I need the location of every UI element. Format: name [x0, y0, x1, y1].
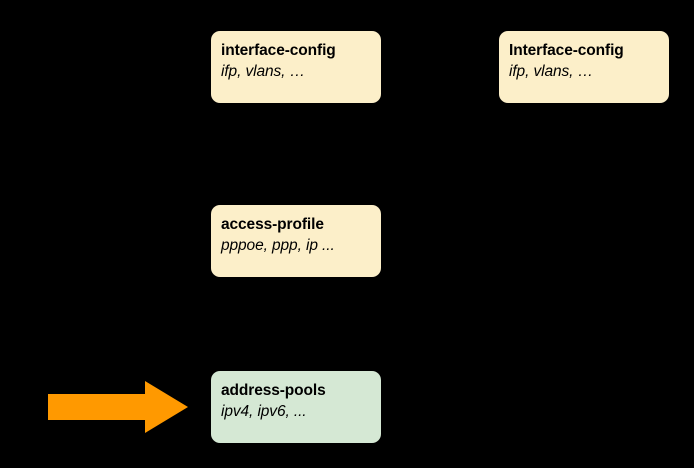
node-title: Interface-config [509, 42, 624, 59]
node-interface-config-left[interactable]: interface-config ifp, vlans, … [211, 31, 381, 103]
node-title: interface-config [221, 42, 336, 59]
arrow-right-icon [48, 381, 188, 433]
node-interface-config-right[interactable]: Interface-config ifp, vlans, … [499, 31, 669, 103]
node-subtitle: ifp, vlans, … [509, 63, 593, 81]
node-subtitle: ifp, vlans, … [221, 63, 305, 81]
arrow-polygon [48, 381, 188, 433]
node-address-pools[interactable]: address-pools ipv4, ipv6, ... [211, 371, 381, 443]
node-title: address-pools [221, 382, 326, 399]
arrow-right-shape [48, 381, 188, 433]
node-subtitle: ipv4, ipv6, ... [221, 403, 307, 421]
node-title: access-profile [221, 216, 324, 233]
node-subtitle: pppoe, ppp, ip ... [221, 237, 335, 255]
node-access-profile[interactable]: access-profile pppoe, ppp, ip ... [211, 205, 381, 277]
